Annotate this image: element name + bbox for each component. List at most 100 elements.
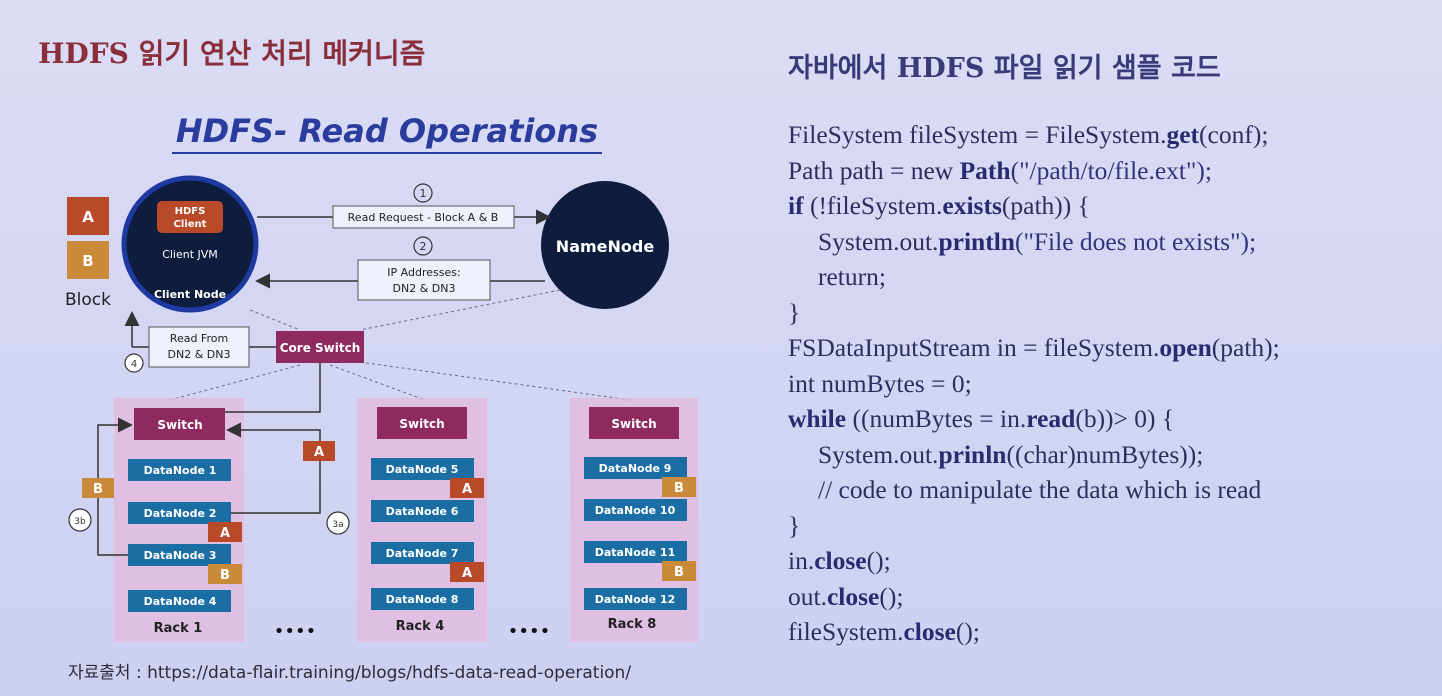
client-jvm-label: Client JVM [162,248,218,261]
datanode-12 [584,588,687,610]
code-line-15: fileSystem.close(); [788,614,1280,650]
datanode-10 [584,499,687,521]
core-switch [276,331,364,363]
datanode-6-label: DataNode 6 [386,505,459,518]
source-citation: 자료출처 : https://data-flair.training/blogs… [68,663,632,683]
code-line-13-b: close [814,546,867,575]
datanode-8 [371,588,474,610]
code-line-15-c: (); [955,617,980,646]
dn3-block-b [208,564,242,584]
code-line-2-c: ("/path/to/file.ext"); [1010,155,1212,185]
rack-1-label: Rack 1 [154,621,203,636]
diagram-title: HDFS- Read Operations [172,112,602,154]
code-line-11: // code to manipulate the data which is … [818,475,1262,504]
code-line-2: Path path = new Path("/path/to/file.ext"… [788,153,1280,189]
dash-core-rack1 [169,364,301,401]
datanode-4-label: DataNode 4 [144,595,217,608]
step-3b-label: 3b [74,517,86,527]
code-line-7: FSDataInputStream in = fileSystem.open(p… [788,330,1280,366]
datanode-11-label: DataNode 11 [595,546,675,559]
code-line-3-d: (path)) { [1001,191,1090,220]
datanode-6 [371,500,474,522]
code-line-10-c: ((char)numBytes)); [1006,439,1204,469]
step-1-label: 1 [420,187,427,200]
datanode-11 [584,541,687,563]
dn2-block-a-label: A [220,526,230,541]
datanode-8-label: DataNode 8 [386,593,459,606]
dn7-block-a [450,562,484,582]
block-b-legend [67,241,109,279]
code-line-9: while ((numBytes = in.read(b))> 0) { [788,401,1280,437]
dn11-block-b [662,561,696,581]
code-line-3: if (!fileSystem.exists(path)) { [788,188,1280,224]
rack-8-switch [589,407,679,439]
datanode-3-label: DataNode 3 [144,549,217,562]
ip-addresses-box [357,259,491,301]
code-line-2-b: Path [959,155,1011,185]
dash-core-rack4 [329,364,426,401]
code-line-7-a: FSDataInputStream in = fileSystem. [788,333,1160,362]
ellipsis-1: •••• [274,621,316,642]
datanode-10-label: DataNode 10 [595,504,676,517]
code-line-13-a: in. [788,546,815,575]
datanode-1-label: DataNode 1 [144,464,217,477]
code-line-12: } [788,510,801,540]
code-line-13: in.close(); [788,543,1280,579]
path-3b-block-label: B [93,482,103,497]
step-3b-badge [68,508,92,532]
read-from-label-1: Read From [170,332,228,345]
datanode-12-label: DataNode 12 [595,593,675,606]
client-node-label: Client Node [154,288,226,301]
core-switch-label: Core Switch [280,341,361,355]
ellipsis-2: •••• [508,621,550,642]
code-line-10-a: System.out. [818,439,939,469]
step-3a-label: 3a [332,520,343,530]
block-a-legend [67,197,109,235]
datanode-5-label: DataNode 5 [386,463,459,476]
code-line-7-c: (path); [1211,333,1280,362]
read-from-label-2: DN2 & DN3 [168,348,231,361]
code-line-10: System.out.prinln((char)numBytes)); [788,437,1280,473]
code-line-1: FileSystem fileSystem = FileSystem.get(c… [788,117,1280,153]
code-line-13-c: (); [866,546,891,575]
code-line-10-b: prinln [938,439,1007,469]
datanode-2 [128,502,231,524]
code-line-3-b: (!fileSystem. [803,191,943,220]
namenode [541,181,669,309]
dn9-block-b [662,477,696,497]
path-3b-block [82,478,114,498]
code-line-15-a: fileSystem. [788,617,904,646]
code-line-14: out.close(); [788,579,1280,615]
hdfs-read-diagram: A B Block HDFS Client Client JVM Client … [65,175,698,642]
code-line-2-a: Path path = new [788,155,960,185]
path-3a-block [303,441,335,461]
code-line-7-b: open [1159,333,1212,362]
read-request-box [332,205,515,229]
dn9-block-b-label: B [674,481,684,496]
rack-4-label: Rack 4 [396,619,445,634]
datanode-1 [128,459,231,481]
step-2-label: 2 [420,240,427,253]
datanode-7 [371,542,474,564]
code-line-1-b: get [1166,120,1200,149]
code-line-1-c: (conf); [1199,120,1269,149]
dash-namenode-core [359,289,561,331]
datanode-2-label: DataNode 2 [144,507,217,520]
hdfs-client-label-2: Client [174,219,207,230]
block-b-legend-label: B [82,252,93,270]
rack-1-switch-label: Switch [157,418,202,432]
code-line-14-c: (); [879,581,904,611]
rack-4-switch [377,407,467,439]
step-2-badge [413,236,433,256]
code-line-9-c: read [1026,404,1076,433]
path-3a [226,422,321,514]
datanode-3 [128,544,231,566]
code-line-14-a: out. [788,581,827,611]
core-to-rack1-line [225,363,321,413]
code-line-3-a: if [788,191,804,220]
rack-1-switch [134,408,225,440]
datanode-9-label: DataNode 9 [599,462,672,475]
read-request-label: Read Request - Block A & B [348,211,499,224]
step-4-badge [124,353,144,373]
step-4-label: 4 [131,359,137,370]
